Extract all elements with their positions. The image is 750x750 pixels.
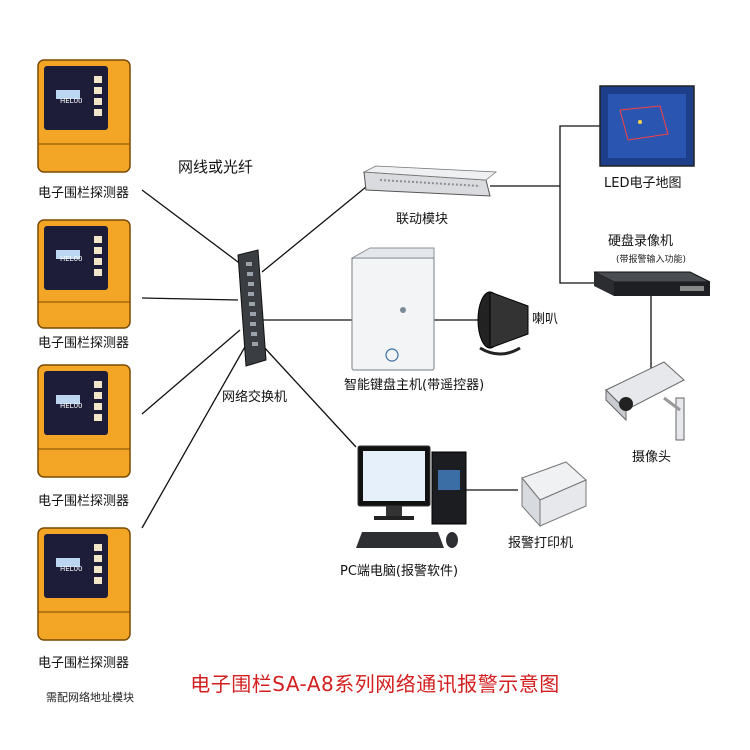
cable-to-pc: [261, 344, 357, 448]
led-map-screen: [599, 85, 695, 167]
detector-label-4: 电子围栏探测器: [38, 656, 130, 671]
pc-computer: [356, 445, 467, 548]
nvr-recorder: [593, 271, 711, 296]
keyboard-host-label: 智能键盘主机(带遥控器): [344, 378, 485, 393]
cable-detector-2: [141, 297, 239, 301]
detector-2: [37, 219, 131, 329]
diagram-title: 电子围栏SA-A8系列网络通讯报警示意图: [190, 672, 560, 696]
alarm-printer: [521, 461, 587, 528]
detector-4: [37, 527, 131, 641]
speaker-horn: [477, 291, 529, 356]
detector-display-4: HEL00: [60, 565, 83, 573]
connection-lines: [141, 125, 652, 529]
linkage-label: 联动模块: [396, 212, 449, 227]
camera: [605, 361, 685, 441]
cable-to-linkage: [261, 186, 367, 273]
switch-label: 网络交换机: [222, 390, 288, 405]
cable-to-led-map: [559, 125, 600, 186]
detector-display-2: HEL00: [60, 255, 83, 263]
detector-label-3: 电子围栏探测器: [38, 494, 130, 509]
detector-display-3: HEL00: [60, 402, 83, 410]
pc-label: PC端电脑(报警软件): [340, 564, 459, 579]
cable-label: 网线或光纤: [178, 158, 254, 176]
printer-label: 报警打印机: [508, 536, 574, 551]
detector-1: [37, 59, 131, 173]
keyboard-host-cabinet: [350, 247, 435, 371]
detector-3: [37, 364, 131, 478]
cable-detector-1: [141, 189, 247, 269]
network-switch: [237, 249, 267, 367]
detector-label-2: 电子围栏探测器: [38, 336, 130, 351]
cable-to-nvr: [559, 186, 596, 284]
linkage-module: [362, 165, 498, 197]
detector-footnote: 需配网络地址模块: [46, 691, 134, 704]
led-map-label: LED电子地图: [604, 176, 682, 191]
cable-detector-4: [141, 344, 247, 529]
speaker-label: 喇叭: [532, 312, 559, 327]
detector-label-1: 电子围栏探测器: [38, 186, 130, 201]
nvr-label: 硬盘录像机: [608, 234, 674, 249]
detector-display-1: HEL00: [60, 97, 83, 105]
nvr-sublabel: (带报警输入功能): [616, 255, 687, 265]
camera-label: 摄像头: [632, 450, 672, 465]
cable-detector-3: [141, 329, 241, 415]
